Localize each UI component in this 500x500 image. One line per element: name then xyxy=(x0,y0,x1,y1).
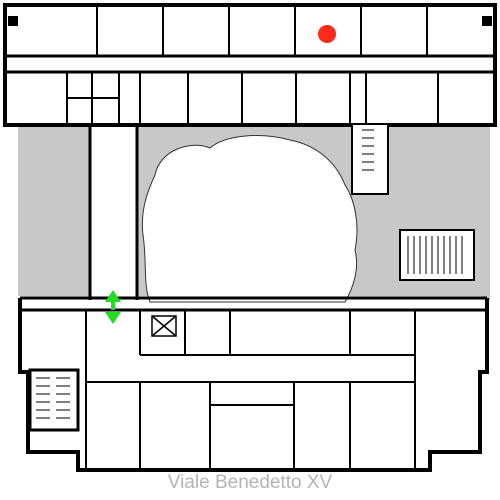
double-arrow-icon[interactable] xyxy=(105,290,121,324)
south-wing-rooms xyxy=(85,310,416,470)
exterior-walls xyxy=(3,3,497,472)
corner-block xyxy=(8,16,18,26)
red-dot-icon[interactable] xyxy=(318,25,336,43)
south-staircase xyxy=(28,368,80,432)
wing-walls xyxy=(5,54,495,312)
courtyard-garden xyxy=(141,135,358,303)
north-staircase xyxy=(351,123,389,195)
courtyard-staircase xyxy=(399,229,475,281)
corner-block xyxy=(482,16,492,26)
elevator-icon xyxy=(151,315,177,337)
north-wing-rooms xyxy=(66,5,439,125)
building-footprint xyxy=(5,5,495,471)
street-label: Viale Benedetto XV xyxy=(167,472,333,493)
